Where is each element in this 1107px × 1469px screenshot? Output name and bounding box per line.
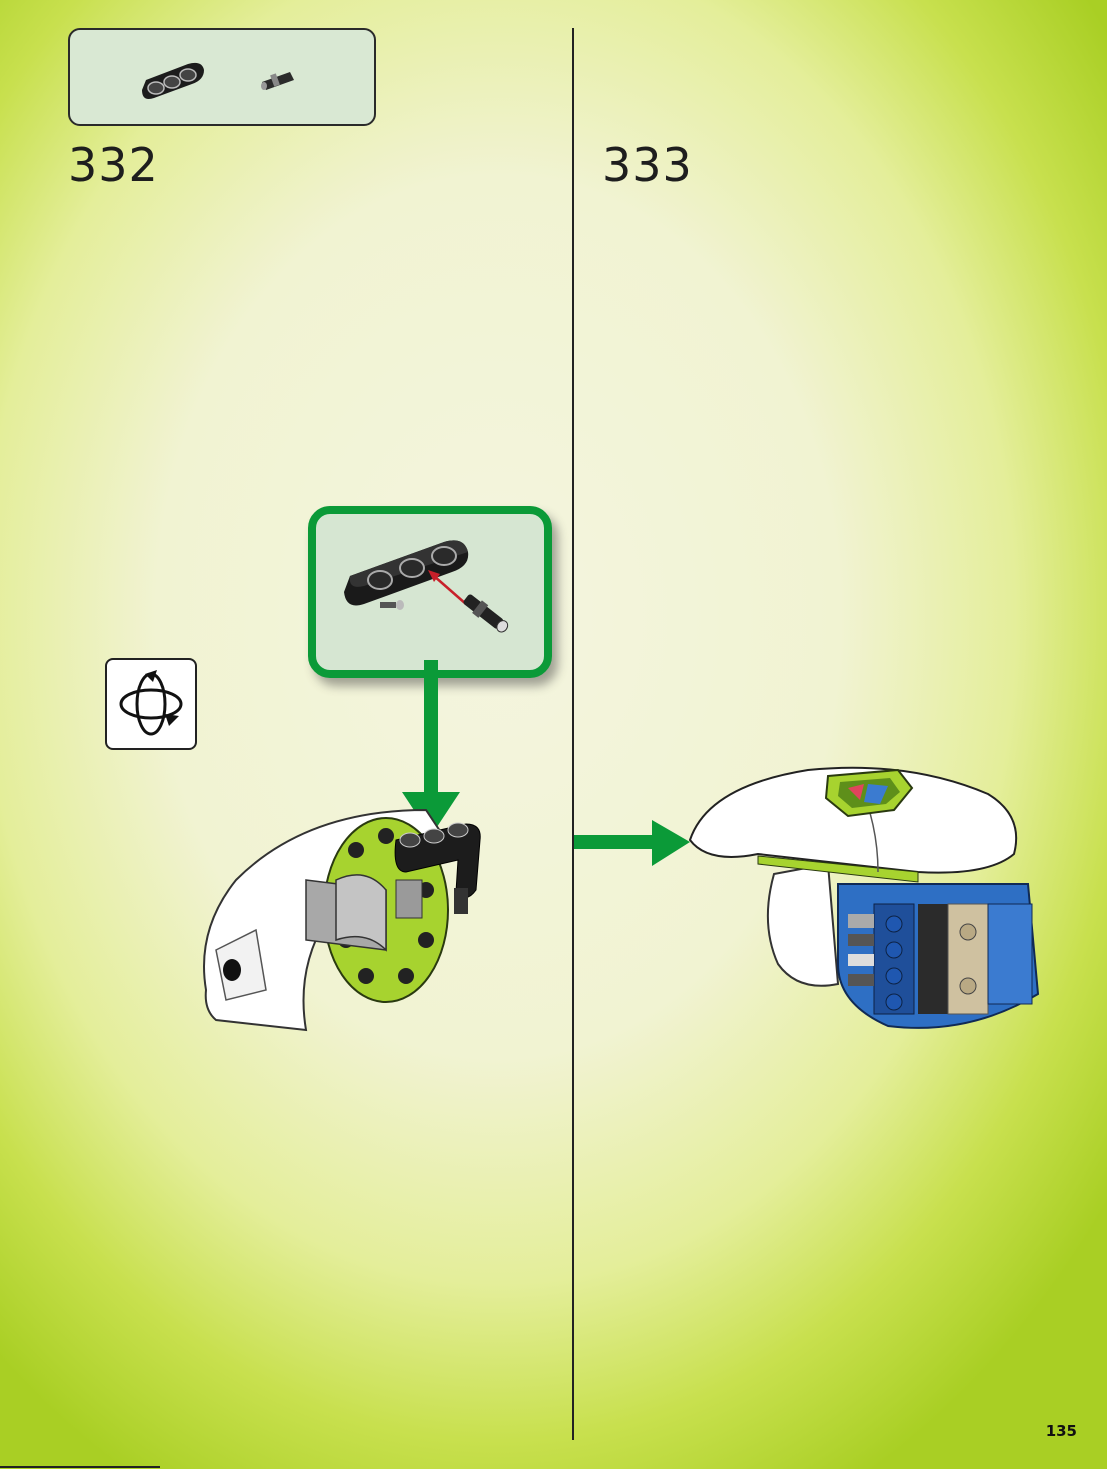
bottom-rule (0, 1466, 160, 1468)
rotate-model-icon (107, 660, 195, 748)
step-number-333: 333 (602, 142, 693, 188)
white-back-shell-part (768, 864, 838, 986)
page-number: 135 (1046, 1422, 1077, 1440)
parts-list-illustration (70, 30, 374, 124)
rotate-model-box (105, 658, 197, 750)
parts-list-box (68, 28, 376, 126)
axle-pin-part-icon (461, 592, 511, 636)
subassembly-callout (308, 506, 552, 678)
insert-direction-arrow (434, 576, 466, 604)
step-number-332: 332 (68, 142, 159, 188)
step-333-model (688, 764, 1054, 1038)
beam-3-part-icon (142, 63, 204, 99)
step-332-model (196, 780, 496, 1040)
next-step-arrow-icon (574, 818, 692, 868)
beam-3-part-icon (344, 540, 468, 610)
step-divider (572, 28, 574, 1440)
axle-pin-part-icon (261, 72, 294, 90)
blue-core-part (838, 884, 1038, 1028)
subassembly-illustration (316, 514, 544, 670)
